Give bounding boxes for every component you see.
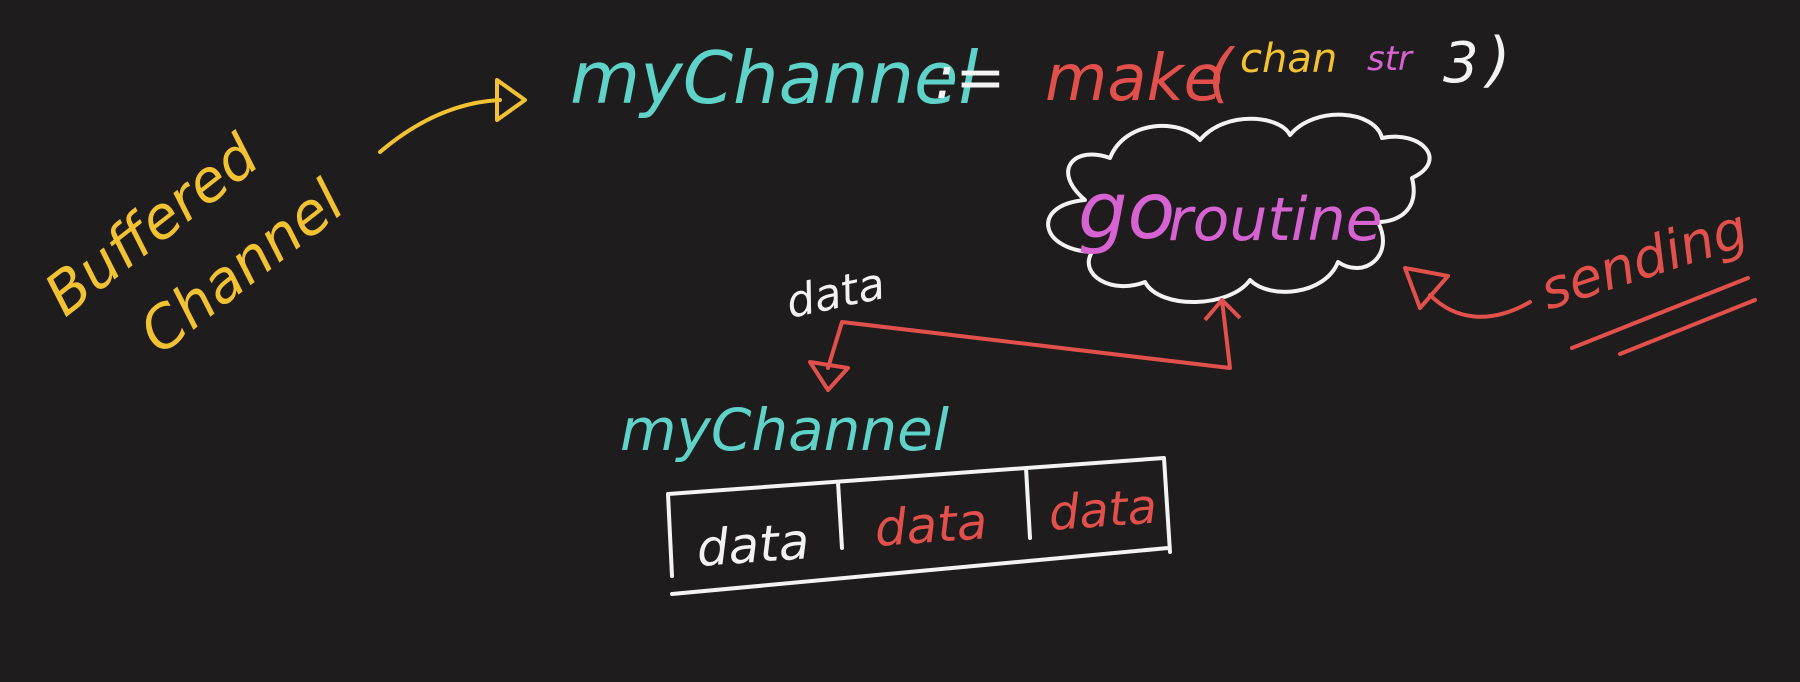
yellow-arrowhead-icon: [495, 78, 527, 122]
code-variable-name: myChannel: [570, 36, 978, 120]
code-capacity: 3: [1443, 31, 1479, 96]
buffer-channel-name: myChannel: [620, 396, 949, 464]
yellow-arrow-line: [378, 98, 502, 154]
sending-underline-1: [1570, 276, 1750, 350]
code-paren-open: (: [1208, 37, 1236, 111]
buffer-divider-2: [1024, 466, 1032, 540]
code-paren-close: ): [1483, 25, 1510, 95]
goroutine-cloud-shape: [1046, 112, 1432, 304]
code-make-keyword: make: [1045, 42, 1223, 116]
data-flow-arrowhead-icon: [808, 360, 850, 392]
sending-underline-2: [1618, 298, 1757, 356]
sending-arrowhead-icon: [1403, 266, 1450, 310]
goroutine-routine-text: routine: [1168, 185, 1383, 255]
data-flow-tail-icon: [1203, 298, 1242, 322]
goroutine-go-text: go: [1078, 167, 1175, 257]
buffer-slot-3: data: [1047, 479, 1159, 542]
buffer-box-outline: [666, 456, 1172, 596]
buffer-divider-1: [836, 480, 844, 550]
sending-arrow-line: [1428, 293, 1532, 319]
code-str-type: str: [1367, 39, 1414, 79]
code-chan-keyword: chan: [1240, 36, 1337, 82]
buffer-slot-1: data: [695, 512, 811, 578]
buffer-slot-2: data: [873, 492, 989, 558]
code-assign-operator: :=: [935, 43, 1006, 113]
data-flow-line: [826, 298, 1232, 370]
